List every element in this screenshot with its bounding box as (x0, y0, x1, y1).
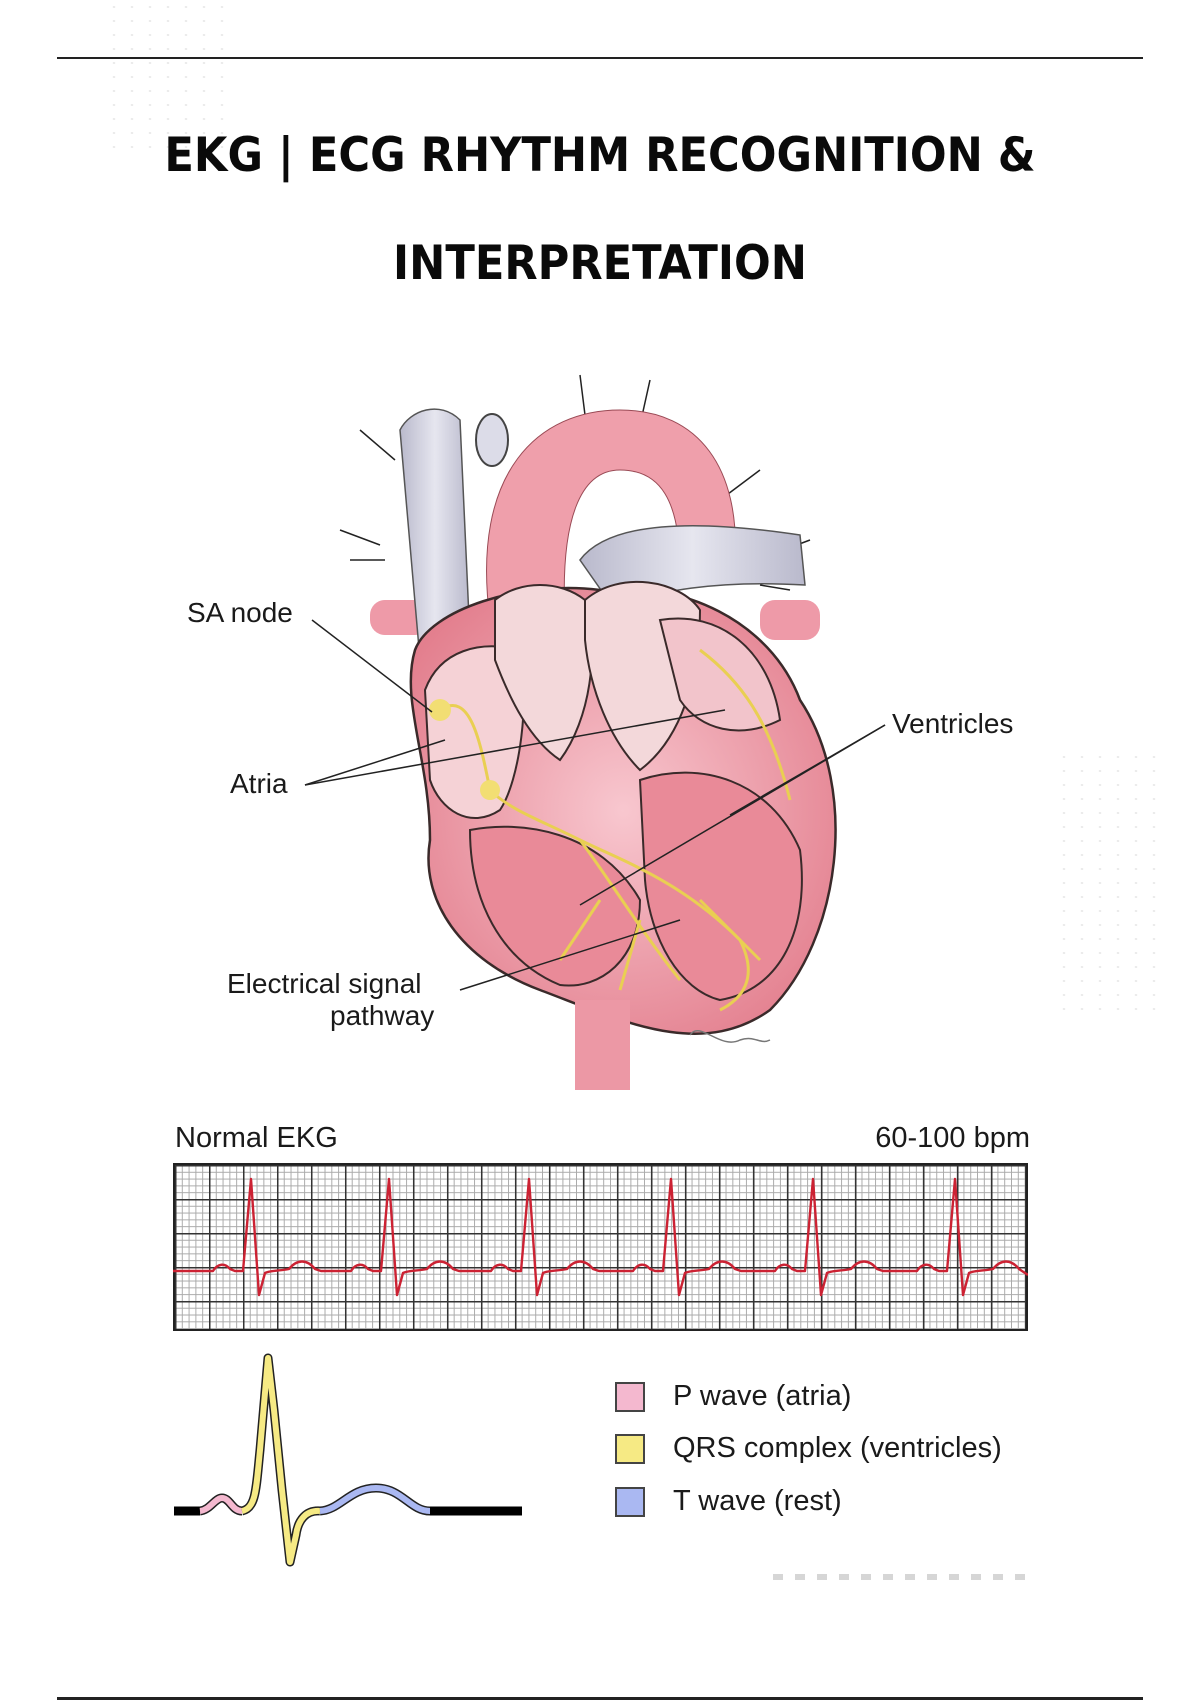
label-pathway-line1: Electrical signal (227, 968, 422, 999)
label-ventricles: Ventricles (892, 708, 1014, 739)
bottom-rule (57, 1697, 1143, 1700)
top-rule (57, 57, 1143, 59)
page-title-line2: INTERPRETATION (393, 236, 807, 291)
pqrst-waveform-diagram (174, 1353, 522, 1567)
swatch-t-wave (615, 1486, 645, 1517)
swatch-qrs-complex (615, 1433, 645, 1464)
label-pathway-line2: pathway (330, 1000, 435, 1031)
legend-label-qrs-complex: QRS complex (ventricles) (673, 1432, 1002, 1464)
legend-item-p-wave: P wave (atria) (615, 1380, 851, 1413)
decorative-dots-right (1055, 750, 1160, 1010)
label-sa-node: SA node (187, 597, 293, 628)
legend-item-t-wave: T wave (rest) (615, 1485, 842, 1518)
ekg-grid-paper (173, 1163, 1028, 1331)
ekg-trace (173, 1177, 1028, 1297)
page-title-line1: EKG | ECG RHYTHM RECOGNITION & (164, 128, 1036, 183)
legend-label-t-wave: T wave (rest) (673, 1485, 842, 1517)
ekg-strip-title: Normal EKG (175, 1122, 338, 1154)
label-atria: Atria (230, 768, 288, 799)
swatch-p-wave (615, 1381, 645, 1412)
decorative-dots-top-left (105, 0, 225, 160)
ekg-strip-rate: 60-100 bpm (875, 1122, 1030, 1154)
heart-illustration (304, 374, 886, 1090)
legend-label-p-wave: P wave (atria) (673, 1380, 852, 1412)
legend-item-qrs-complex: QRS complex (ventricles) (615, 1432, 1002, 1465)
faint-watermark (773, 1574, 1028, 1580)
